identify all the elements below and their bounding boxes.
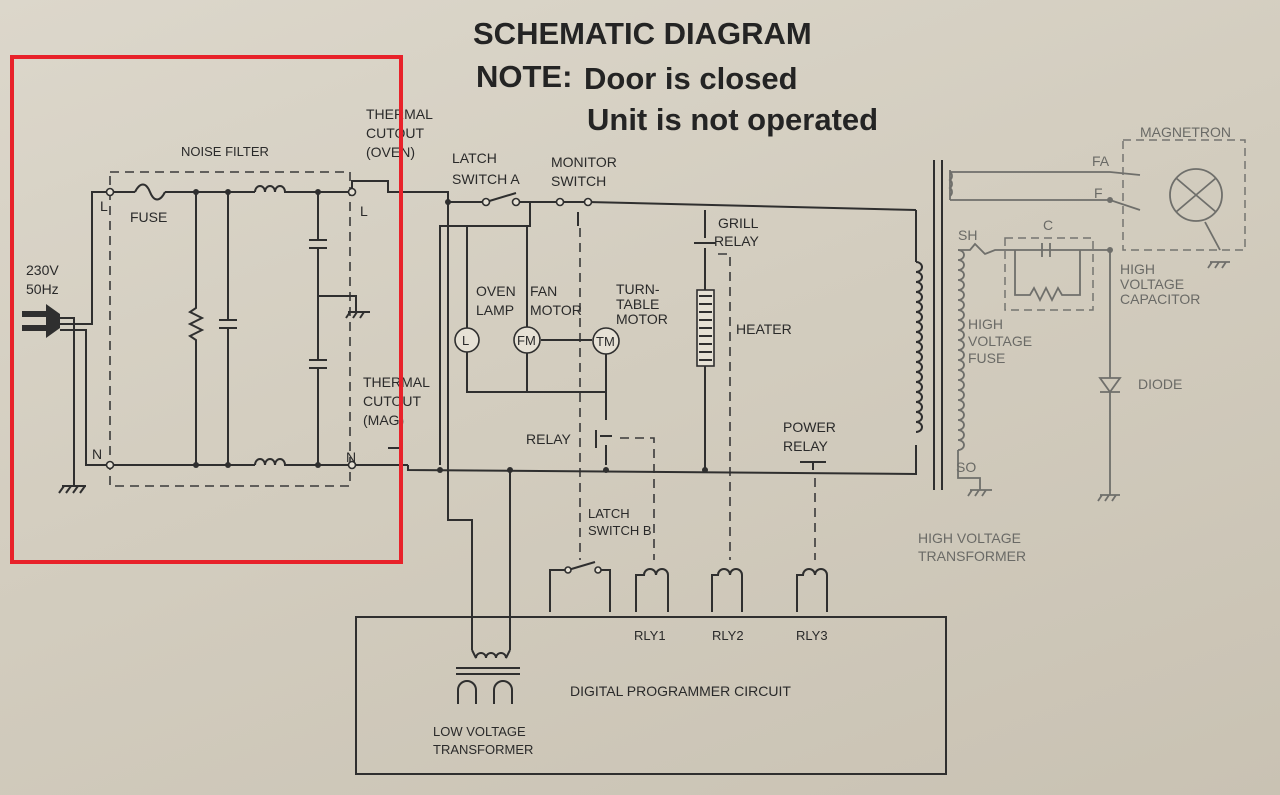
fan-motor-symbol xyxy=(513,326,541,354)
fuse-symbol xyxy=(134,183,166,201)
filter-out-n: N xyxy=(346,449,356,465)
turntable-label-2: TABLE xyxy=(616,296,659,312)
low-voltage-transformer xyxy=(456,649,520,704)
latch-a-label-2: SWITCH A xyxy=(452,171,520,187)
choke-bottom-symbol xyxy=(254,458,290,466)
hv-fuse-label-2: VOLTAGE xyxy=(968,333,1032,349)
note-line-2: Unit is not operated xyxy=(587,102,878,137)
note-line-1: Door is closed xyxy=(584,61,798,96)
monitor-label-2: SWITCH xyxy=(551,173,606,189)
rly1-label: RLY1 xyxy=(634,628,666,643)
junction-dots xyxy=(105,187,357,470)
grill-relay-label-1: GRILL xyxy=(718,215,759,231)
noise-filter-label: NOISE FILTER xyxy=(181,144,269,159)
diagram-title: SCHEMATIC DIAGRAM xyxy=(473,16,812,51)
oven-lamp-label-1: OVEN xyxy=(476,283,516,299)
hv-cap-label-2: VOLTAGE xyxy=(1120,276,1184,292)
hv-transformer-core xyxy=(933,160,943,490)
filter-out-l: L xyxy=(360,203,368,219)
relay-label: RELAY xyxy=(526,431,572,447)
choke-top-symbol xyxy=(254,185,290,193)
relay-contact-symbol xyxy=(595,430,612,448)
rly2-label: RLY2 xyxy=(712,628,744,643)
sh-label: SH xyxy=(958,227,977,243)
fan-motor-label-2: MOTOR xyxy=(530,302,582,318)
monitor-label-1: MONITOR xyxy=(551,154,617,170)
thermal-mag-label-3: (MAG) xyxy=(363,412,404,428)
supply-voltage: 230V xyxy=(26,262,59,278)
hvt-label-1: HIGH VOLTAGE xyxy=(918,530,1021,546)
ground-symbol xyxy=(58,485,86,494)
hv-fuse-label-1: HIGH xyxy=(968,316,1003,332)
power-relay-label-1: POWER xyxy=(783,419,836,435)
digital-programmer-box xyxy=(355,616,947,775)
note-prefix: NOTE: xyxy=(476,59,572,94)
magnetron-symbol xyxy=(1169,168,1223,222)
diode-label: DIODE xyxy=(1138,376,1182,392)
thermal-mag-symbol xyxy=(388,447,401,460)
oven-lamp-label-2: LAMP xyxy=(476,302,514,318)
so-label: SO xyxy=(956,459,976,475)
hv-cap-label-3: CAPACITOR xyxy=(1120,291,1200,307)
fa-label: FA xyxy=(1092,153,1110,169)
fan-motor-sym-text: FM xyxy=(517,333,536,348)
thermal-mag-label-1: THERMAL xyxy=(363,374,430,390)
fan-motor-label-1: FAN xyxy=(530,283,557,299)
fuse-label: FUSE xyxy=(130,209,167,225)
f-label: F xyxy=(1094,185,1103,201)
relay-coil-2 xyxy=(711,568,743,612)
mains-plug xyxy=(22,191,104,485)
grill-relay-contact xyxy=(694,210,716,290)
thermal-mag-label-2: CUTOUT xyxy=(363,393,422,409)
turntable-label-1: TURN- xyxy=(616,281,660,297)
latch-a-label-1: LATCH xyxy=(452,150,497,166)
hv-fuse-label-3: FUSE xyxy=(968,350,1005,366)
relay-coil-3 xyxy=(796,568,828,612)
line-l-label: L xyxy=(100,198,108,214)
line-n-label: N xyxy=(92,446,102,462)
turntable-sym-text: TM xyxy=(596,334,615,349)
filter-capacitor-x xyxy=(219,192,237,465)
hvt-label-2: TRANSFORMER xyxy=(918,548,1026,564)
heater-label: HEATER xyxy=(736,321,792,337)
lvt-label-1: LOW VOLTAGE xyxy=(433,724,526,739)
filter-capacitor-y xyxy=(309,192,370,465)
power-relay-contact xyxy=(800,461,826,470)
filter-resistor xyxy=(187,192,205,465)
hv-transformer-primary xyxy=(915,261,923,433)
latch-b-label-2: SWITCH B xyxy=(588,523,652,538)
noise-filter-highlight xyxy=(10,55,403,564)
magnetron-box xyxy=(1122,139,1246,251)
dpc-label: DIGITAL PROGRAMMER CIRCUIT xyxy=(570,683,791,699)
cap-c-label: C xyxy=(1043,217,1053,233)
power-relay-label-2: RELAY xyxy=(783,438,829,454)
oven-lamp-symbol xyxy=(454,327,480,353)
latch-b-label-1: LATCH xyxy=(588,506,630,521)
relay-coil-1 xyxy=(635,568,669,612)
thermal-oven-label-2: CUTOUT xyxy=(366,125,425,141)
grill-relay-label-2: RELAY xyxy=(714,233,760,249)
hv-secondary-section xyxy=(948,139,1246,502)
noise-filter-box xyxy=(109,171,351,487)
oven-lamp-sym-text: L xyxy=(462,333,469,348)
rly3-label: RLY3 xyxy=(796,628,828,643)
thermal-oven-label-3: (OVEN) xyxy=(366,144,415,160)
supply-frequency: 50Hz xyxy=(26,281,59,297)
hv-cap-label-1: HIGH xyxy=(1120,261,1155,277)
turntable-motor-symbol xyxy=(592,327,620,355)
turntable-label-3: MOTOR xyxy=(616,311,668,327)
lvt-label-2: TRANSFORMER xyxy=(433,742,533,757)
magnetron-label: MAGNETRON xyxy=(1140,124,1231,140)
latch-switch-b xyxy=(549,561,611,612)
